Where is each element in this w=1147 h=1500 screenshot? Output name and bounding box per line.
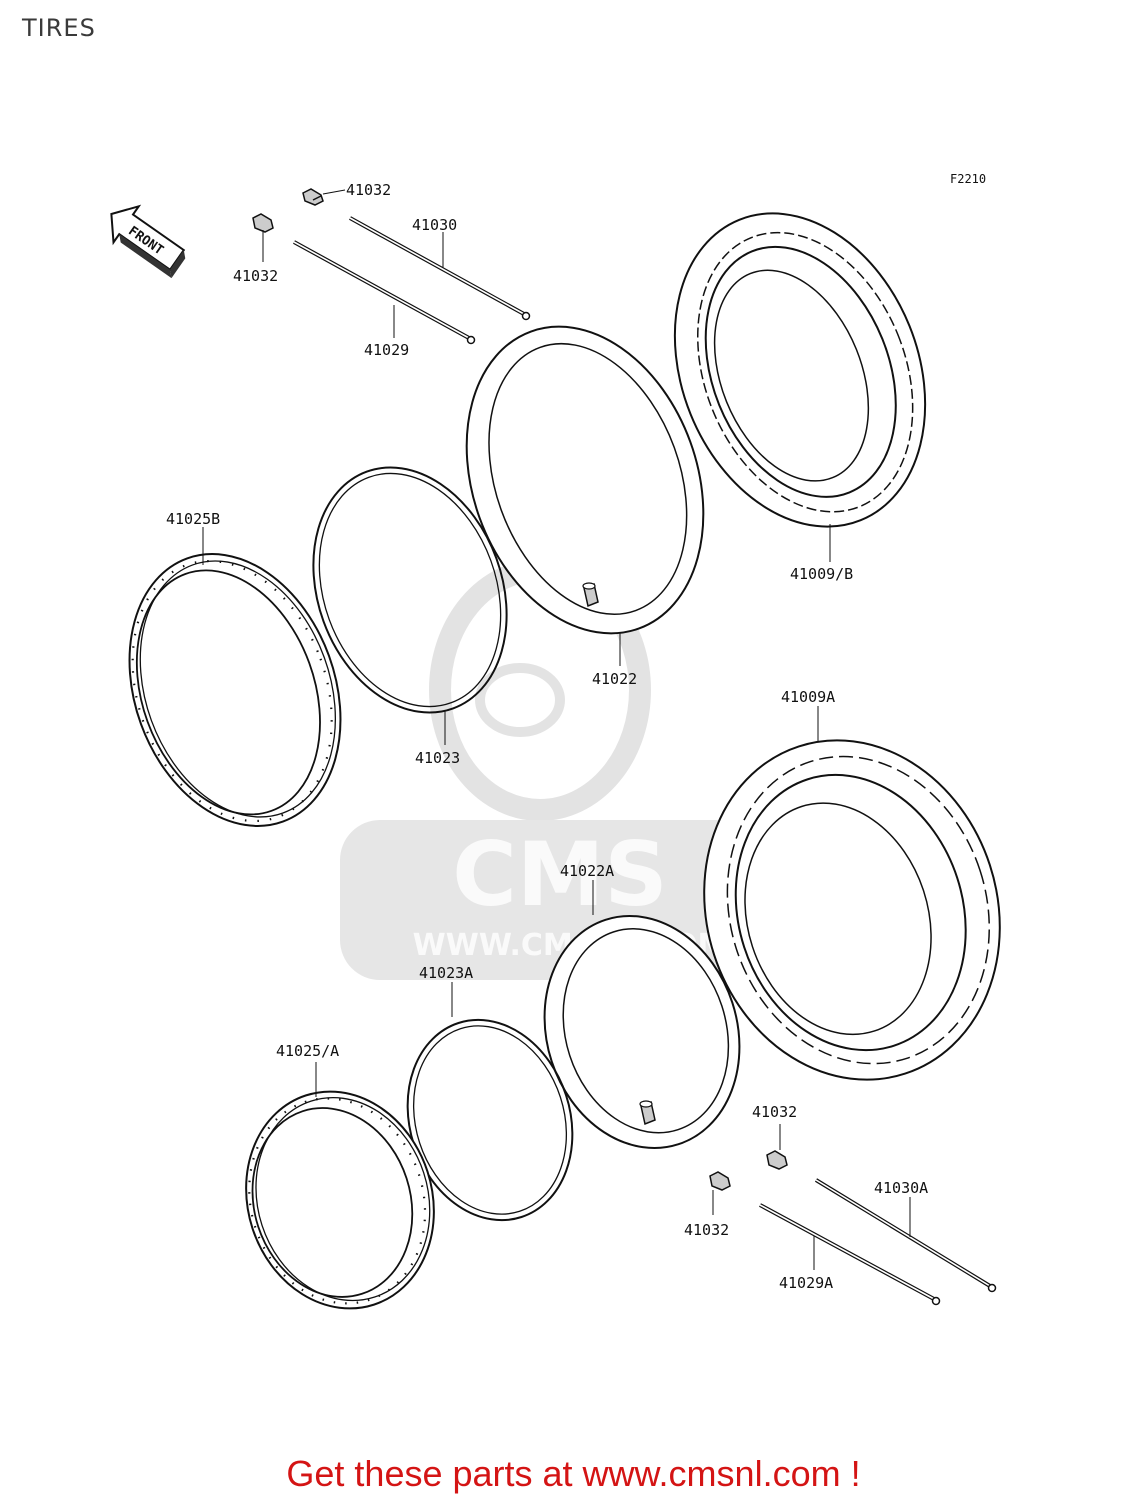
front-arrow-icon: FRONT <box>110 204 186 279</box>
rim-front-41025B <box>128 553 342 827</box>
page-title: TIRES <box>22 14 96 42</box>
tube-rear-41022A <box>543 914 741 1150</box>
valve-cap-icon <box>252 213 274 233</box>
tube-front-41022 <box>465 325 705 635</box>
callout-41009B: 41009/B <box>790 565 853 583</box>
spoke-rod-41029 <box>293 240 476 345</box>
spoke-rod-41029A <box>759 1203 941 1306</box>
watermark-logo-text: CMS <box>452 823 668 926</box>
spoke-rod-41030A <box>814 1178 997 1293</box>
valve-stem-icon <box>639 1100 656 1126</box>
valve-cap-icon <box>302 188 324 206</box>
rim-band-front-41023 <box>312 466 508 714</box>
callout-41022A: 41022A <box>560 862 614 880</box>
callout-41032-bottom-lower: 41032 <box>684 1221 729 1239</box>
callout-41023A: 41023A <box>419 964 473 982</box>
callout-41025A: 41025/A <box>276 1042 339 1060</box>
tire-front-41009B <box>673 212 927 528</box>
valve-cap-icon <box>709 1171 731 1191</box>
callout-41025B: 41025B <box>166 510 220 528</box>
callout-41029: 41029 <box>364 341 409 359</box>
figure-code: F2210 <box>950 172 986 186</box>
footer-cta-link[interactable]: Get these parts at www.cmsnl.com ! <box>286 1453 861 1494</box>
callout-41022: 41022 <box>592 670 637 688</box>
parts-diagram: CMS WWW.CMSNL.COM FRONT F2210 41032 4103… <box>110 172 1001 1310</box>
callout-41030: 41030 <box>412 216 457 234</box>
valve-cap-icon <box>766 1150 788 1170</box>
callout-41029A: 41029A <box>779 1274 833 1292</box>
rim-rear-41025A <box>245 1090 435 1310</box>
callout-41032-top-left: 41032 <box>233 267 278 285</box>
callout-41009A: 41009A <box>781 688 835 706</box>
callout-41032-top-right: 41032 <box>346 181 391 199</box>
tire-rear-41009A <box>703 739 1001 1081</box>
valve-stem-icon <box>582 582 599 608</box>
spoke-rod-41030 <box>349 216 531 321</box>
callout-41030A: 41030A <box>874 1179 928 1197</box>
callout-41032-bottom-upper: 41032 <box>752 1103 797 1121</box>
callout-41023: 41023 <box>415 749 460 767</box>
